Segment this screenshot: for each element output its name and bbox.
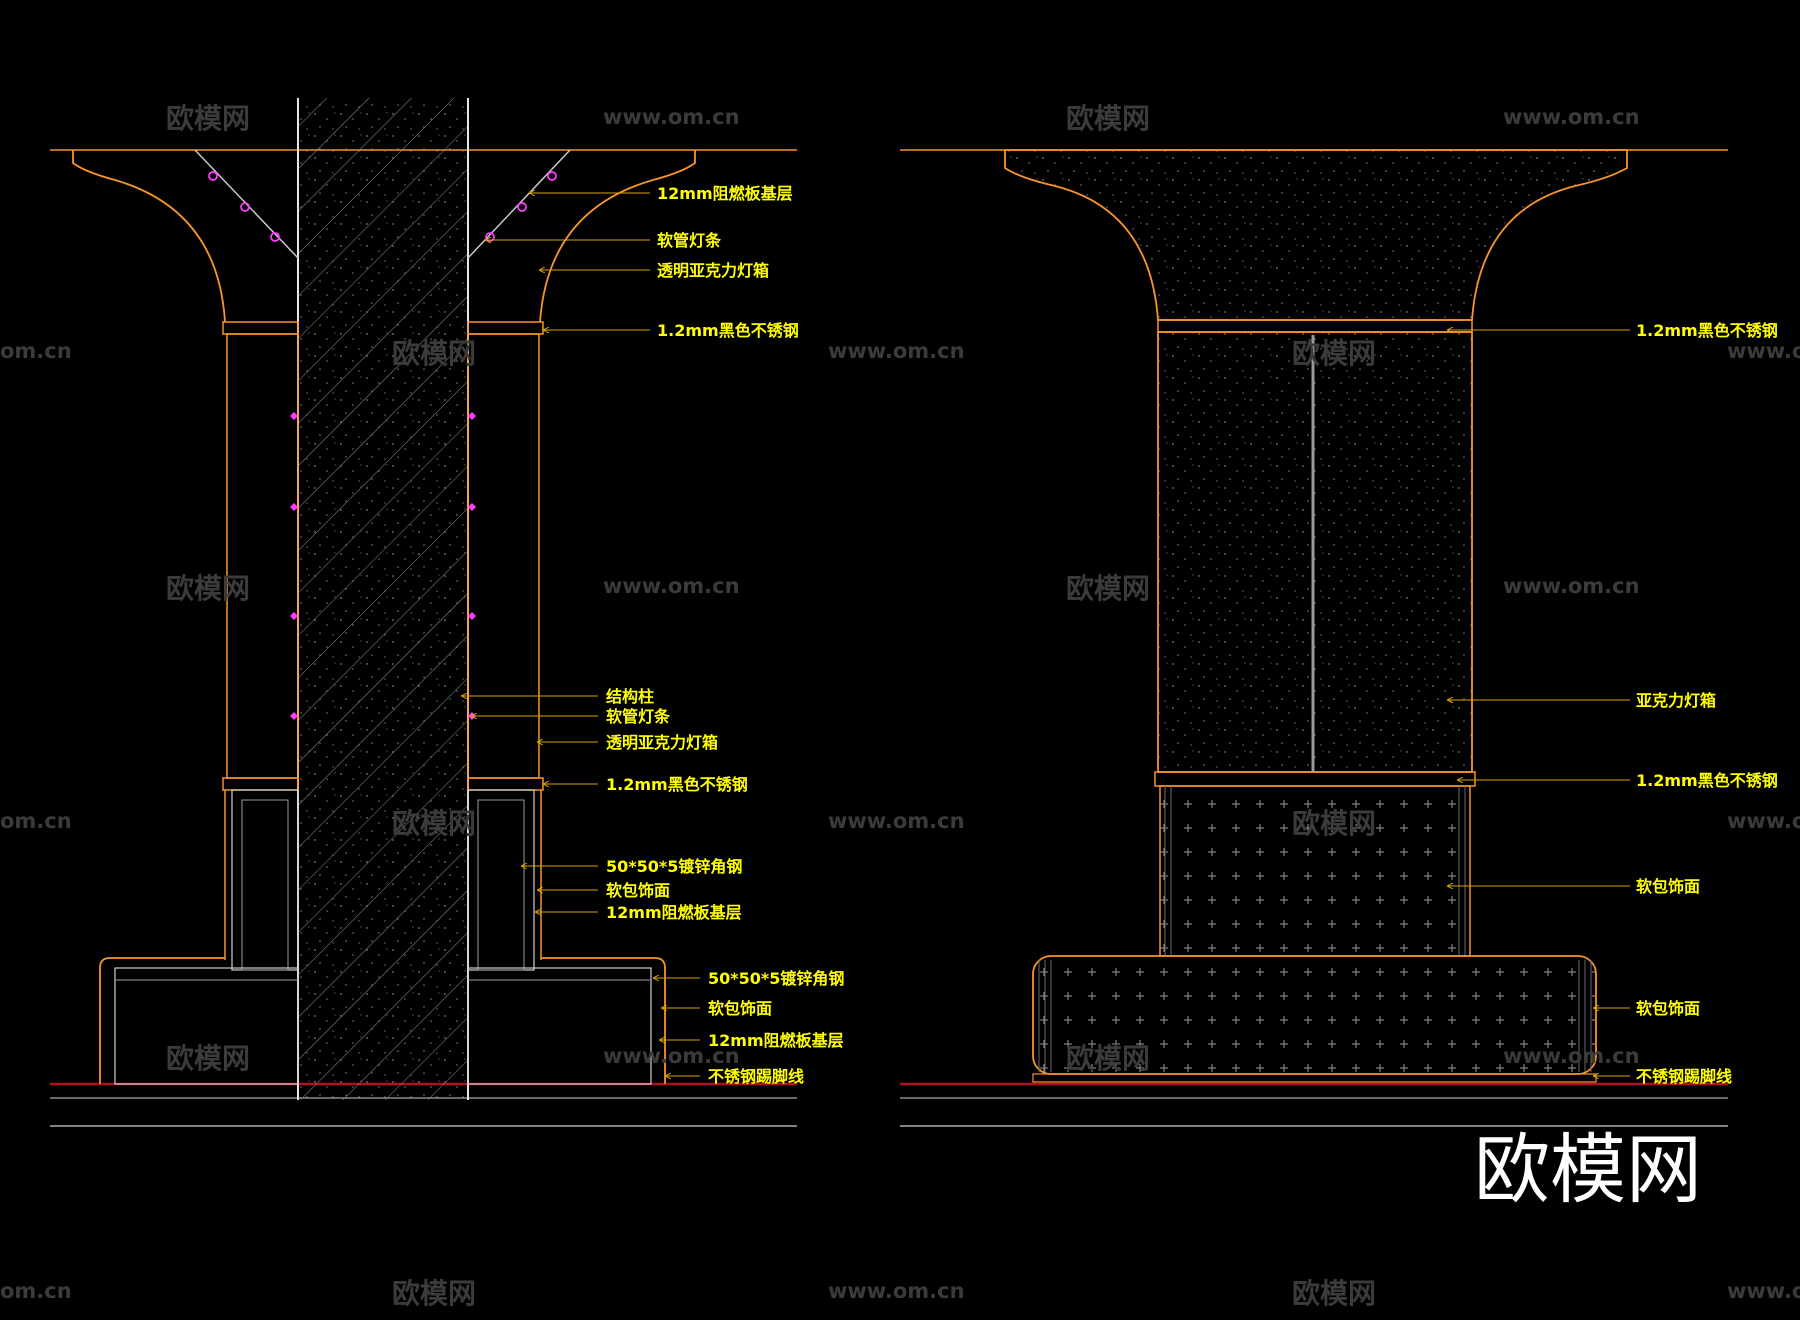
label-left-structural-column: 结构柱 [605,687,654,706]
right-leaders [1448,330,1630,1076]
watermark-url-partial: om.cn [0,809,72,833]
elev-softpack [1159,785,1471,957]
elev-softpack-left-edge [1160,786,1174,956]
right-lightbox [467,333,540,779]
right-capital-curve [539,150,696,323]
label-left-skirting: 不锈钢踢脚线 [708,1067,804,1086]
elev-mid-band [1154,771,1476,787]
watermark-brand: 欧模网 [166,102,250,135]
right-base-outline [541,957,666,1084]
left-elevation [50,98,797,1127]
watermark-url-partial: om.cn [0,1279,72,1303]
label-right-softpack-mid: 软包饰面 [1636,877,1700,896]
elev-cap-band [1157,319,1473,333]
elev-base-left-edge [1036,960,1052,1072]
label-right-steel-mid: 1.2mm黑色不锈钢 [1636,771,1778,790]
label-right-acrylic: 亚克力灯箱 [1636,691,1716,710]
watermarks: 欧模网 www.om.cn 欧模网 www.om.cn om.cn 欧模网 ww… [0,102,1800,1310]
label-left-fire-board-top: 12mm阻燃板基层 [657,184,793,203]
watermark-brand: 欧模网 [166,1042,250,1075]
watermark-url: www.om.cn [1503,574,1640,598]
watermark-url-partial: www.om.cn [1727,809,1800,833]
watermark-url: www.om.cn [603,574,740,598]
right-elevation [900,149,1728,1127]
elev-softpack-right-edge [1456,786,1470,956]
right-labels: 1.2mm黑色不锈钢 亚克力灯箱 1.2mm黑色不锈钢 软包饰面 软包饰面 不锈… [1636,321,1778,1086]
watermark-url-partial: om.cn [0,339,72,363]
watermark-brand: 欧模网 [1066,1042,1150,1075]
watermark-url: www.om.cn [1503,105,1640,129]
left-base-outline [99,957,225,1084]
right-cap-band [467,321,544,335]
label-right-skirting: 不锈钢踢脚线 [1636,1067,1732,1086]
watermark-brand: 欧模网 [166,572,250,605]
watermark-url: www.om.cn [1503,1044,1640,1068]
label-left-fire-board-mid: 12mm阻燃板基层 [606,903,742,922]
watermark-url: www.om.cn [828,809,965,833]
watermark-brand: 欧模网 [1292,807,1376,840]
label-left-fire-board-base: 12mm阻燃板基层 [708,1031,844,1050]
left-cap-band [222,321,299,335]
left-labels: 12mm阻燃板基层 软管灯条 透明亚克力灯箱 1.2mm黑色不锈钢 结构柱 软管… [605,184,844,1086]
watermark-url: www.om.cn [603,1044,740,1068]
left-capital-curve [72,150,226,323]
label-right-softpack-base: 软包饰面 [1636,999,1700,1018]
structural-column-texture [298,98,468,1100]
capital-light-strips [208,171,557,242]
watermark-url: www.om.cn [828,1279,965,1303]
label-left-softpack-base: 软包饰面 [708,999,772,1018]
label-left-steel-top: 1.2mm黑色不锈钢 [657,321,799,340]
watermark-url: www.om.cn [828,339,965,363]
watermark-url-partial: www.om.cn [1727,339,1800,363]
elev-base-right-edge [1577,960,1593,1072]
right-lower-softpack-inner [477,799,525,971]
right-base-box [467,967,652,1085]
elev-capital [1004,149,1628,321]
watermark-brand: 欧模网 [392,337,476,370]
watermark-brand: 欧模网 [392,1277,476,1310]
left-mid-band [222,777,299,791]
brand-logo: 欧模网 [1474,1125,1702,1214]
watermark-url: www.om.cn [603,105,740,129]
left-lower-softpack-inner [241,799,289,971]
watermark-brand: 欧模网 [1066,102,1150,135]
label-left-angle-steel-base: 50*50*5镀锌角钢 [708,969,844,988]
left-base-box [114,967,299,1085]
label-left-acrylic-mid: 透明亚克力灯箱 [606,733,718,752]
elev-skirting [1032,1073,1597,1083]
label-left-softpack-mid: 软包饰面 [606,881,670,900]
elev-lightbox [1157,331,1473,773]
label-left-steel-mid: 1.2mm黑色不锈钢 [606,775,748,794]
label-right-steel-top: 1.2mm黑色不锈钢 [1636,321,1778,340]
watermark-brand: 欧模网 [1292,1277,1376,1310]
watermark-brand: 欧模网 [1292,337,1376,370]
label-left-hose-light-mid: 软管灯条 [606,707,671,726]
column-light-strips [290,412,476,720]
label-left-hose-light-top: 软管灯条 [657,231,722,250]
watermark-brand: 欧模网 [392,807,476,840]
label-left-acrylic-top: 透明亚克力灯箱 [657,261,769,280]
left-leaders [462,193,700,1076]
watermark-brand: 欧模网 [1066,572,1150,605]
label-left-angle-steel-mid: 50*50*5镀锌角钢 [606,857,742,876]
right-mid-band [467,777,544,791]
watermark-url-partial: www.om.cn [1727,1279,1800,1303]
left-lightbox [226,333,299,779]
